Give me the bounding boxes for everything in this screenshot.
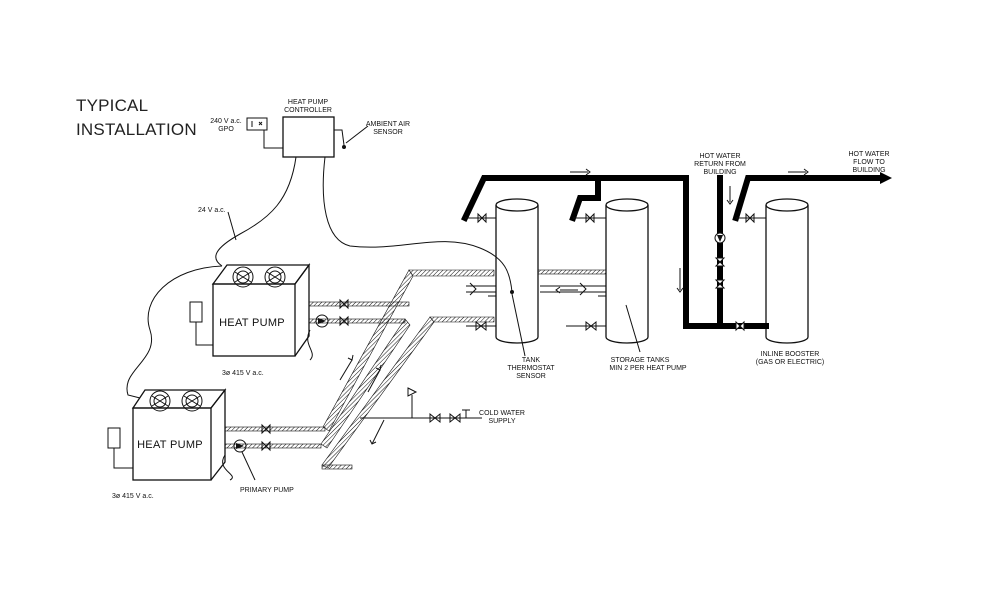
title-line-2: INSTALLATION xyxy=(76,120,197,139)
sensor-label-2: THERMOSTAT xyxy=(507,365,555,372)
return-label-3: BUILDING xyxy=(703,169,736,176)
booster-label-1: INLINE BOOSTER xyxy=(761,351,820,358)
flow-label-3: BUILDING xyxy=(852,167,885,174)
control-voltage-label: 24 V a.c. xyxy=(198,207,226,214)
flow-return-risers xyxy=(320,269,495,470)
flow-label-1: HOT WATER xyxy=(848,151,889,158)
heat-pump-1-label: HEAT PUMP xyxy=(219,317,285,329)
cold-water-label-1: COLD WATER xyxy=(479,410,525,417)
heat-pump-2-label: HEAT PUMP xyxy=(137,439,203,451)
gpo-outlet: 240 V a.c. GPO xyxy=(210,117,283,149)
storage-tank-1 xyxy=(495,198,539,344)
title-line-1: TYPICAL xyxy=(76,96,149,115)
flow-label-2: FLOW TO xyxy=(853,159,885,166)
return-label-1: HOT WATER xyxy=(699,153,740,160)
hot-water-mains xyxy=(461,168,892,332)
isolator-2: 3ø 415 V a.c. xyxy=(107,427,154,500)
storage-tanks-label: STORAGE TANKS MIN 2 PER HEAT PUMP xyxy=(609,304,687,372)
heat-pump-2: HEAT PUMP xyxy=(131,388,227,481)
primary-pump-label: PRIMARY PUMP xyxy=(240,487,294,494)
tank-thermostat-sensor-label: TANK THERMOSTAT SENSOR xyxy=(507,293,555,380)
return-label-2: RETURN FROM xyxy=(694,161,746,168)
control-wiring: 24 V a.c. xyxy=(126,156,514,399)
sensor-label-1: TANK xyxy=(522,357,540,364)
heat-pump-1: HEAT PUMP xyxy=(211,263,311,357)
controller-label-2: CONTROLLER xyxy=(284,107,332,114)
storage-tank-2 xyxy=(605,198,649,344)
power-label-1: 3ø 415 V a.c. xyxy=(222,370,264,377)
storage-label-2: MIN 2 PER HEAT PUMP xyxy=(609,365,686,372)
hp1-primary-piping xyxy=(307,298,410,361)
booster-label-2: (GAS OR ELECTRIC) xyxy=(756,359,824,366)
tank-interconnect-piping xyxy=(466,269,607,332)
hot-water-flow-label: HOT WATER FLOW TO BUILDING xyxy=(848,151,889,174)
ambient-air-sensor: AMBIENT AIR SENSOR xyxy=(334,121,410,149)
heat-pump-controller: HEAT PUMP CONTROLLER xyxy=(282,99,335,158)
hp2-primary-piping: PRIMARY PUMP xyxy=(222,423,326,494)
inline-booster-label: INLINE BOOSTER (GAS OR ELECTRIC) xyxy=(756,351,824,366)
isolator-1: 3ø 415 V a.c. xyxy=(189,301,264,377)
inline-booster-tank xyxy=(765,198,809,344)
gpo-label-1: 240 V a.c. xyxy=(210,118,242,125)
hp2-pump-icon xyxy=(233,439,247,453)
diagram-title: TYPICAL INSTALLATION xyxy=(76,94,197,142)
ambient-label-2: SENSOR xyxy=(373,129,403,136)
sensor-label-3: SENSOR xyxy=(516,373,546,380)
ambient-label-1: AMBIENT AIR xyxy=(366,121,410,128)
cold-water-label-2: SUPPLY xyxy=(488,418,515,425)
controller-label-1: HEAT PUMP xyxy=(288,99,329,106)
cold-water-supply: COLD WATER SUPPLY xyxy=(360,387,525,425)
gpo-label-2: GPO xyxy=(218,126,234,133)
storage-label-1: STORAGE TANKS xyxy=(611,357,670,364)
power-label-2: 3ø 415 V a.c. xyxy=(112,493,154,500)
hp1-pump-icon xyxy=(315,314,329,328)
hot-water-return-label: HOT WATER RETURN FROM BUILDING xyxy=(694,153,746,176)
